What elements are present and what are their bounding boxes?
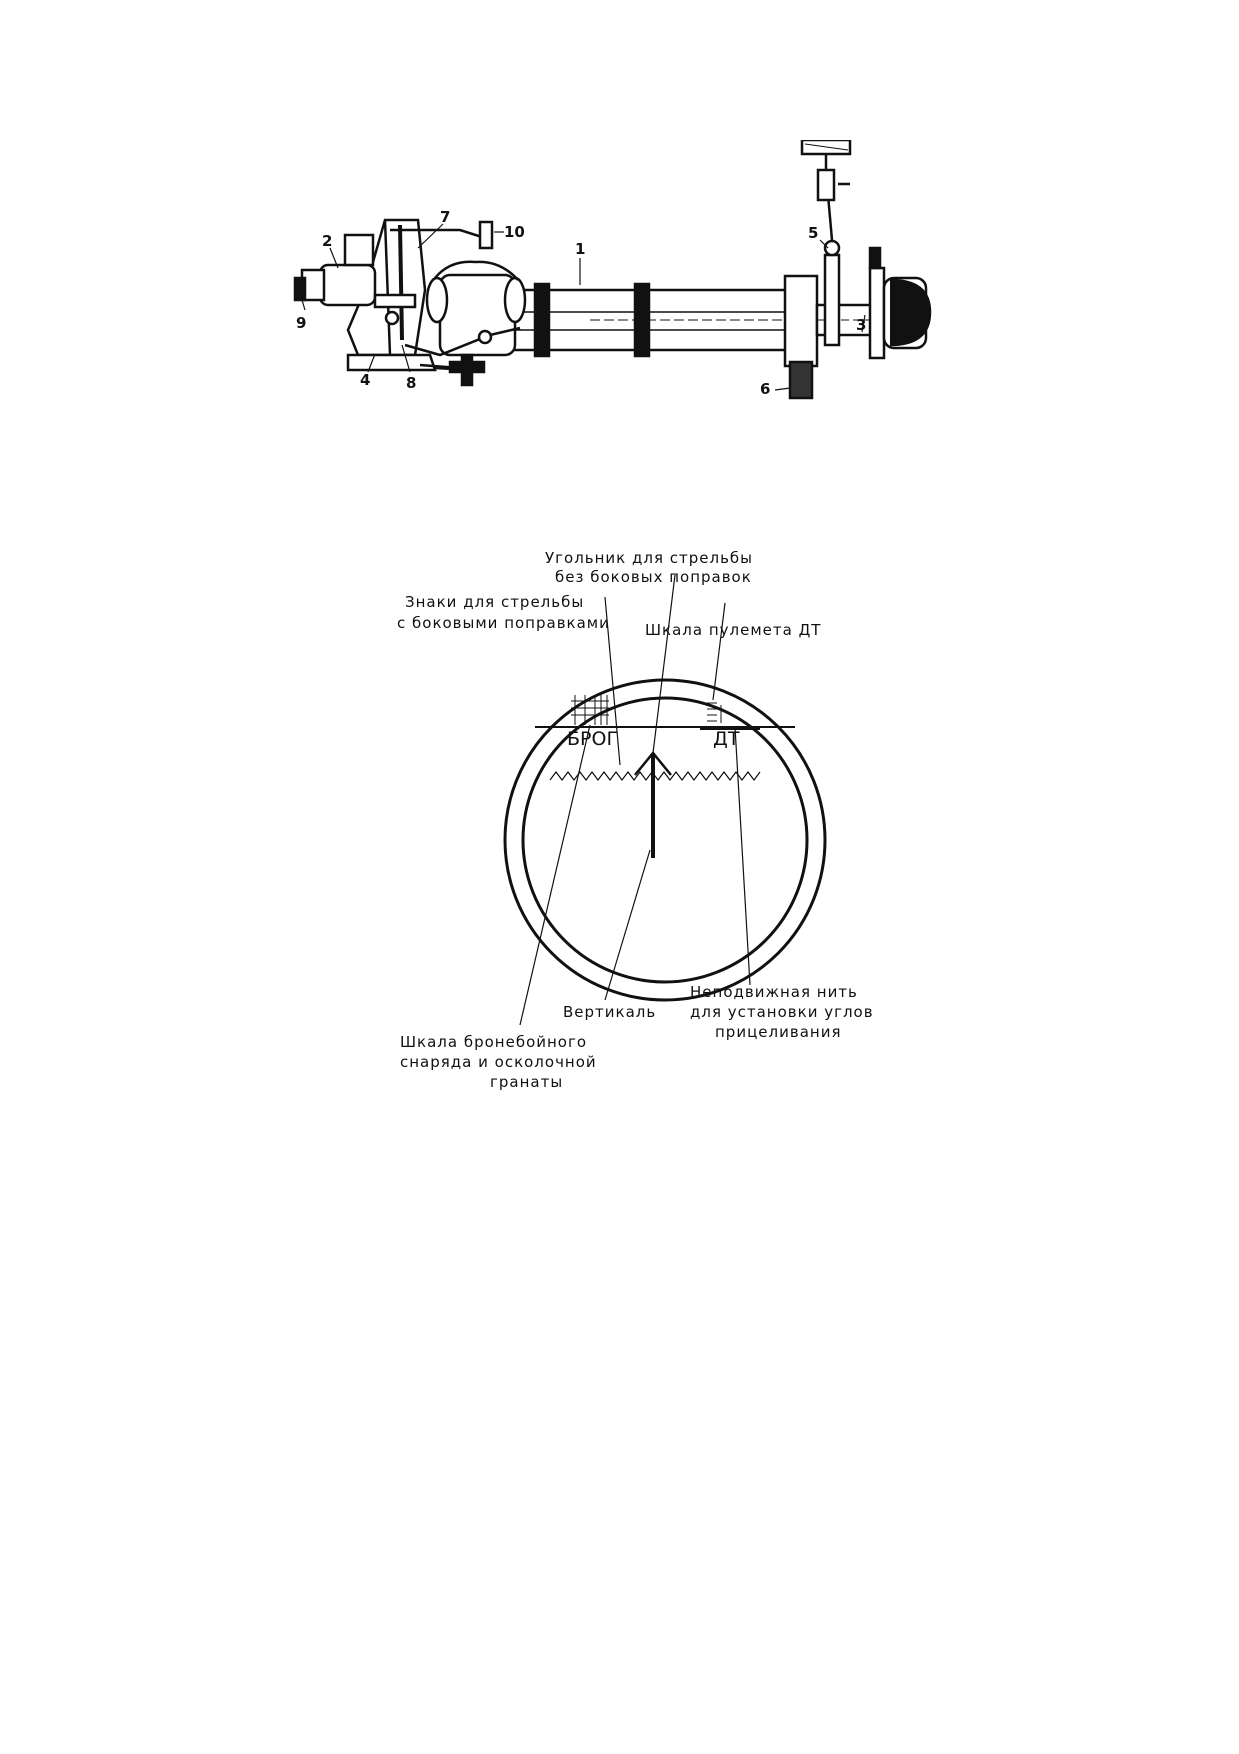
callout-9: 9: [296, 314, 306, 332]
label-ap-scale-line2: снаряда и осколочной: [400, 1053, 597, 1071]
label-vertical: Вертикаль: [563, 1003, 656, 1021]
sight-body-drawing: [293, 140, 932, 400]
label-lateral-marks-line2: с боковыми поправками: [397, 614, 610, 632]
brog-scale-ticks: [571, 695, 609, 725]
callout-8: 8: [406, 374, 416, 392]
dt-scale-ticks: [707, 702, 722, 723]
callout-leaders: [301, 223, 866, 391]
label-ap-scale-line3: гранаты: [490, 1073, 563, 1091]
scale-label-brog: БРОГ: [567, 728, 618, 750]
label-ap-scale-line1: Шкала бронебойного: [400, 1033, 587, 1051]
outer-ring: [503, 678, 827, 1002]
scale-label-dt: ДТ: [713, 728, 740, 750]
label-lateral-marks-line1: Знаки для стрельбы: [405, 593, 584, 611]
callout-10: 10: [504, 223, 525, 241]
reticle-figure: БРОГ ДТ Угольник для стрельбы без боковы…: [397, 549, 874, 1091]
callout-5: 5: [808, 224, 818, 242]
front-collar: [783, 274, 819, 368]
head-housing: [438, 273, 517, 357]
callout-2: 2: [322, 232, 332, 250]
label-angle-mark-line2: без боковых поправок: [555, 568, 752, 586]
callout-3: 3: [856, 316, 866, 334]
sight-assembly-figure: 1 2 3 4 5 6 7 8 9 10: [293, 140, 932, 400]
label-mg-scale: Шкала пулемета ДТ: [645, 621, 821, 639]
label-fixed-thread-line3: прицеливания: [715, 1023, 841, 1041]
label-fixed-thread-line1: Неподвижная нить: [690, 983, 858, 1001]
callout-6: 6: [760, 380, 770, 398]
callout-7: 7: [440, 208, 450, 226]
label-fixed-thread-line2: для установки углов: [690, 1003, 874, 1021]
callout-1: 1: [575, 240, 585, 258]
label-angle-mark-line1: Угольник для стрельбы: [545, 549, 753, 567]
callout-4: 4: [360, 371, 370, 389]
inner-ring: [521, 696, 809, 984]
label-leaders: [519, 574, 751, 1026]
